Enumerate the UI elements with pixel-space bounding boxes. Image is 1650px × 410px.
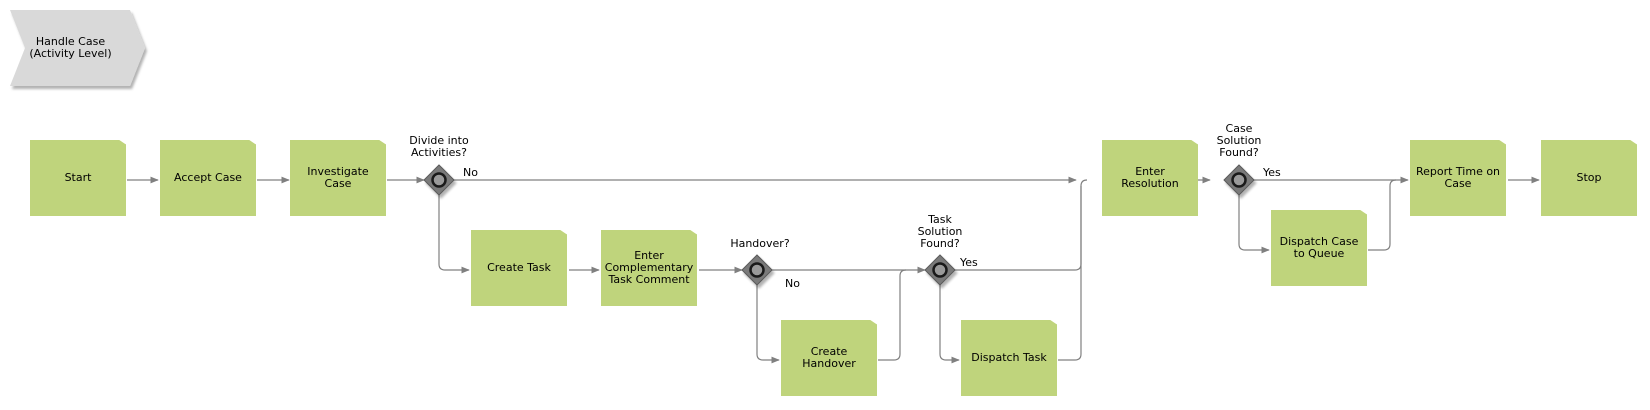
branch-task-yes: Yes — [960, 256, 978, 269]
task-accept-case[interactable]: Accept Case — [160, 140, 256, 216]
connector-divide-createtask — [438, 194, 470, 274]
task-create-task-label: Create Task — [487, 261, 551, 274]
task-create-handover[interactable]: Create Handover — [781, 320, 877, 396]
process-chevron — [10, 10, 145, 86]
task-stop[interactable]: Stop — [1541, 140, 1637, 216]
gateway-handover — [741, 254, 773, 286]
task-dispatch-task[interactable]: Dispatch Task — [961, 320, 1057, 396]
connector-dispatchtask-resolution — [1058, 186, 1082, 361]
task-investigate-case[interactable]: Investigate Case — [290, 140, 386, 216]
gateway-divide — [423, 164, 455, 196]
task-stop-label: Stop — [1576, 171, 1602, 184]
task-dispatch-case-label: Dispatch Case to Queue — [1279, 235, 1359, 260]
branch-case-yes: Yes — [1263, 166, 1281, 179]
process-label: Handle Case (Activity Level) — [10, 10, 145, 86]
task-start-label: Start — [64, 171, 92, 184]
task-investigate-case-label: Investigate Case — [307, 165, 369, 190]
process-title: Handle Case (Activity Level) — [29, 35, 112, 60]
connector-createhandover-taskgw — [878, 269, 907, 361]
task-dispatch-task-label: Dispatch Task — [971, 351, 1047, 364]
task-enter-comment-label: Enter Complementary Task Comment — [604, 249, 694, 286]
gateway-divide-label: Divide into Activities? — [409, 134, 469, 159]
task-enter-comment[interactable]: Enter Complementary Task Comment — [601, 230, 697, 306]
connector-handover-createhandover — [756, 284, 780, 364]
task-enter-resolution[interactable]: Enter Resolution — [1102, 140, 1198, 216]
task-create-handover-label: Create Handover — [802, 345, 856, 370]
gateway-task-solution — [924, 254, 956, 286]
task-enter-resolution-label: Enter Resolution — [1121, 165, 1179, 190]
task-start[interactable]: Start — [30, 140, 126, 216]
gateway-case-solution — [1223, 164, 1255, 196]
connector-dispatchcase-report — [1368, 179, 1397, 251]
branch-handover-no: No — [785, 277, 800, 290]
gateway-case-solution-label: Case Solution Found? — [1216, 122, 1262, 159]
task-dispatch-case[interactable]: Dispatch Case to Queue — [1271, 210, 1367, 286]
branch-divide-no: No — [463, 166, 478, 179]
task-accept-case-label: Accept Case — [174, 171, 242, 184]
connector-taskgw-dispatchtask — [939, 284, 960, 364]
task-report-time[interactable]: Report Time on Case — [1410, 140, 1506, 216]
task-report-time-label: Report Time on Case — [1415, 165, 1501, 190]
task-create-task[interactable]: Create Task — [471, 230, 567, 306]
connector-casegw-dispatchcase — [1238, 194, 1270, 254]
gateway-handover-label: Handover? — [730, 237, 790, 250]
gateway-task-solution-label: Task Solution Found? — [917, 213, 963, 250]
